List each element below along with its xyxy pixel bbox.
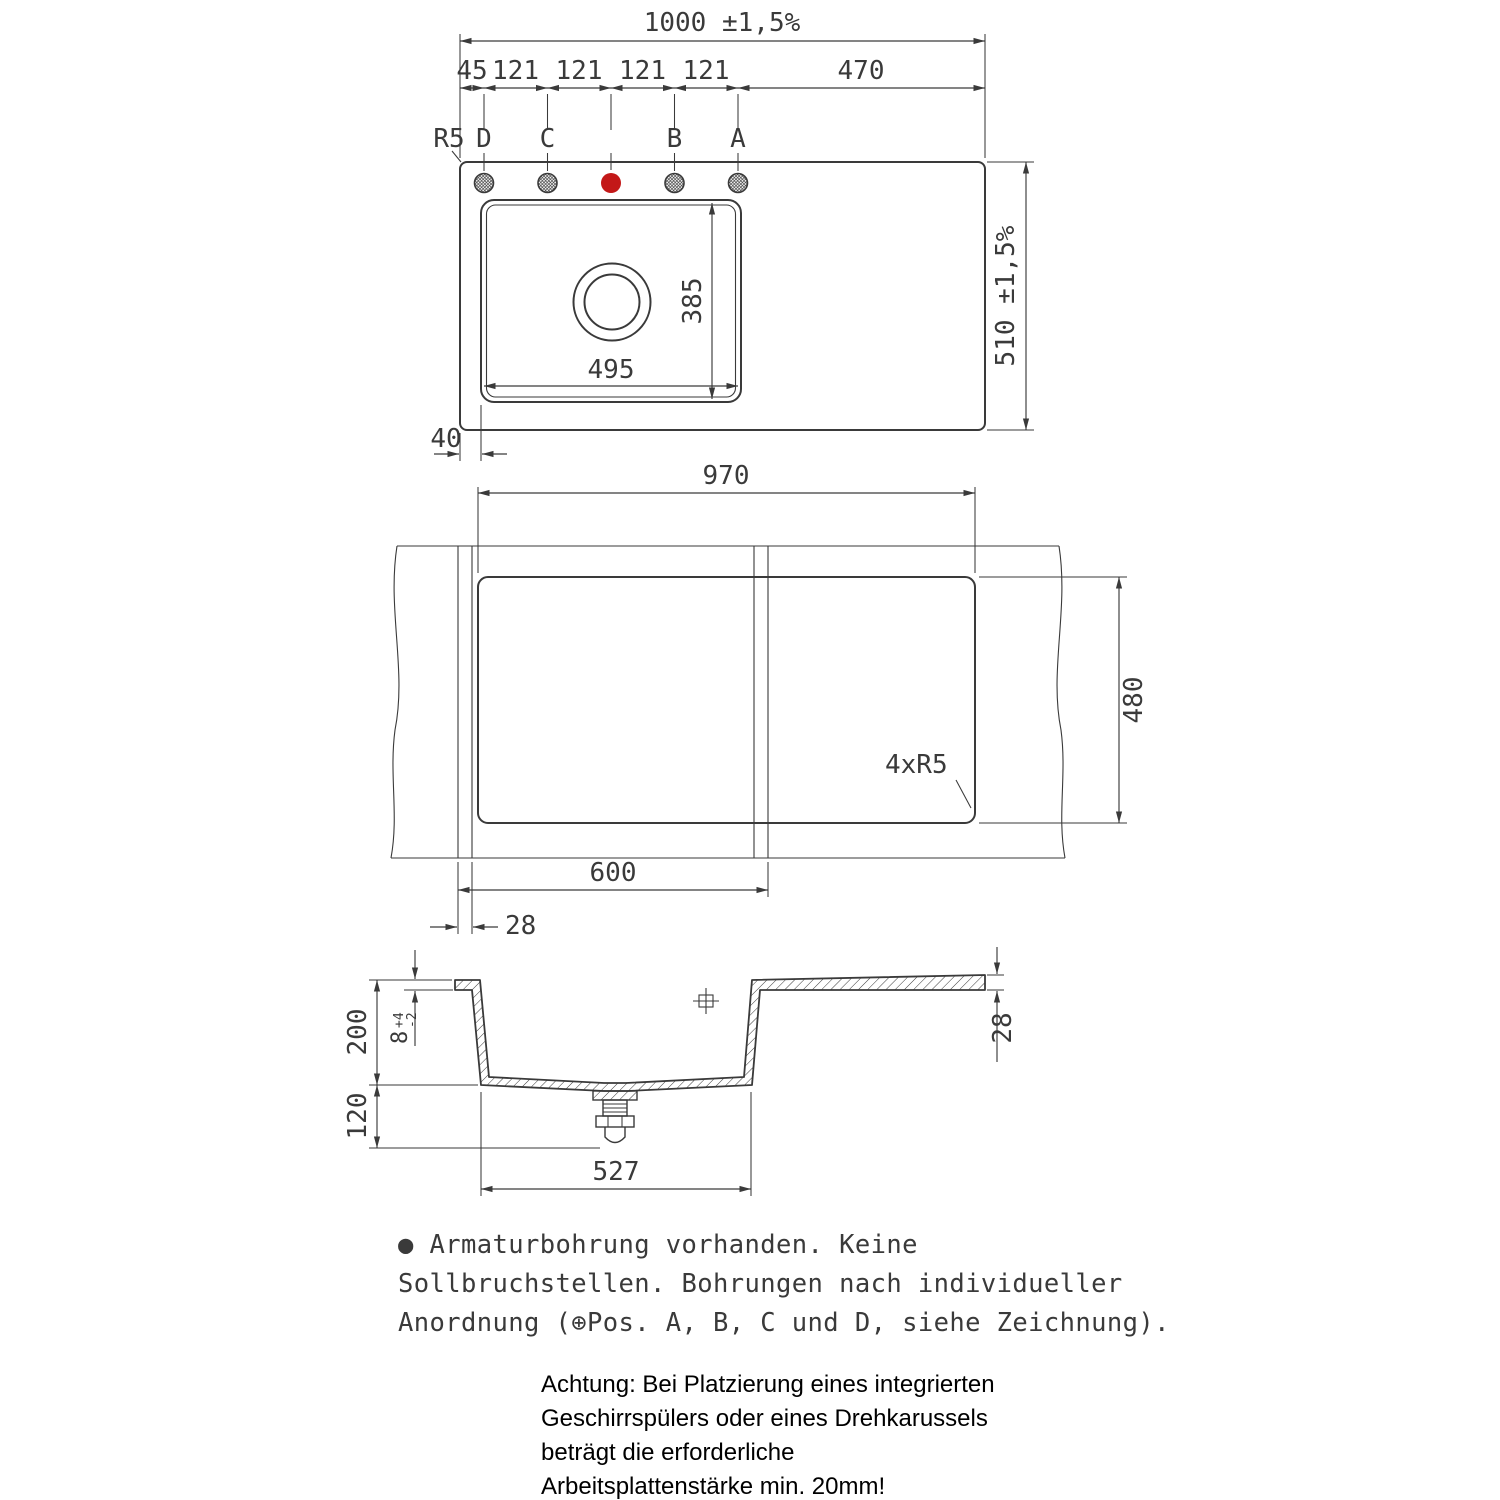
- dim-label: 385: [678, 278, 708, 325]
- sink-outline: [459, 161, 986, 431]
- dim-label: 40: [430, 424, 461, 454]
- dim-label: 8: [388, 1031, 413, 1044]
- achtung-warning: Achtung: Bei Platzierung eines integrier…: [541, 1371, 995, 1500]
- faucet-hole-selected-icon: [601, 173, 621, 193]
- dim-label: 121: [683, 56, 730, 86]
- position-cross-marker: [693, 988, 719, 1014]
- dim-chain-row: 45 121 121 121 121 470: [456, 56, 985, 171]
- dim-edge-gap: 28: [430, 862, 536, 941]
- faucet-hole-b-icon: [664, 172, 685, 194]
- dim-label: 1000 ±1,5%: [644, 8, 801, 38]
- leader-line: [955, 779, 972, 809]
- warning-line: Geschirrspülers oder eines Drehkarussels: [541, 1405, 988, 1432]
- dim-total-width: 1000 ±1,5%: [459, 8, 986, 158]
- warning-line: Arbeitsplattenstärke min. 20mm!: [541, 1473, 885, 1500]
- dim-left-offset: 40: [430, 405, 507, 461]
- drain-nut: [595, 1115, 635, 1128]
- dim-label: 970: [703, 461, 750, 491]
- note-line: ● Armaturbohrung vorhanden. Keine: [398, 1230, 918, 1260]
- faucet-hole-d-icon: [473, 172, 495, 194]
- dim-label: 120: [343, 1093, 373, 1140]
- hole-label-a: A: [730, 124, 746, 154]
- dim-basin-bottom-width: 527: [480, 1092, 752, 1196]
- dim-label: 121: [556, 56, 603, 86]
- hole-position-labels: R5 D C B A: [433, 124, 746, 163]
- leader-line: [451, 150, 462, 163]
- dim-label: 28: [988, 1012, 1018, 1043]
- basin-outline: [480, 199, 742, 403]
- top-view: 1000 ±1,5% 45 121 121 121 121 470: [430, 8, 1034, 461]
- tolerance-minus: -2: [405, 1012, 420, 1028]
- dim-label: 200: [343, 1009, 373, 1056]
- drain-inner-circle: [583, 273, 641, 331]
- dim-label: 470: [838, 56, 885, 86]
- armatur-note: ● Armaturbohrung vorhanden. Keine Sollbr…: [398, 1230, 1170, 1338]
- dim-label: 121: [619, 56, 666, 86]
- warning-line: Achtung: Bei Platzierung eines integrier…: [541, 1371, 995, 1398]
- dim-cutout-width: 970: [477, 461, 976, 573]
- corner-radius-callout: 4xR5: [885, 750, 972, 809]
- cutout-outline: [477, 576, 976, 824]
- dim-label: 45: [456, 56, 487, 86]
- dim-basin-width: 495: [484, 355, 738, 390]
- faucet-holes: [473, 172, 749, 194]
- dim-label: 28: [505, 911, 536, 941]
- hole-label-b: B: [667, 124, 683, 154]
- sink-section-profile: [454, 974, 986, 1092]
- drain-outer-circle: [572, 262, 652, 342]
- drain-fitting: [592, 1090, 638, 1144]
- dim-label: 510 ±1,5%: [991, 225, 1021, 366]
- dim-label: 121: [492, 56, 539, 86]
- cross-box: [698, 994, 714, 1008]
- break-line-right: [1056, 545, 1066, 859]
- dim-label: 527: [593, 1157, 640, 1187]
- faucet-hole-a-icon: [727, 172, 749, 194]
- dim-label: 495: [588, 355, 635, 385]
- corner-radius-label: 4xR5: [885, 750, 948, 780]
- corner-radius-label: R5: [433, 124, 464, 154]
- dim-board-thickness: 28: [987, 947, 1018, 1062]
- dim-cutout-depth: 480: [979, 576, 1149, 824]
- section-view: 200 8 +4 -2 120 28: [343, 947, 1018, 1196]
- basin-inner-edge: [485, 204, 737, 398]
- hole-label-d: D: [476, 124, 492, 154]
- warning-line: beträgt die erforderliche: [541, 1439, 794, 1466]
- dim-label: 600: [590, 858, 637, 888]
- dim-basin-height: 200: [343, 979, 478, 1086]
- dim-total-depth: 510 ±1,5%: [987, 161, 1034, 431]
- drain-outlet-stub: [604, 1127, 626, 1144]
- tolerance-plus: +4: [392, 1012, 407, 1028]
- faucet-hole-c-icon: [537, 172, 558, 194]
- hole-label-c: C: [540, 124, 556, 154]
- dim-label: 480: [1119, 677, 1149, 724]
- dim-rim-thickness: 8 +4 -2: [388, 950, 453, 1046]
- dim-basin-depth: 385: [678, 203, 716, 399]
- cutout-view: 970 480 4xR5 600 28: [390, 461, 1149, 941]
- note-line: Anordnung (⊕Pos. A, B, C und D, siehe Ze…: [398, 1308, 1170, 1338]
- dim-cabinet-width: 600: [457, 858, 769, 934]
- note-line: Sollbruchstellen. Bohrungen nach individ…: [398, 1269, 1123, 1299]
- drain-flange: [592, 1090, 638, 1101]
- break-line-left: [390, 545, 400, 859]
- dim-below-height: 120: [343, 1085, 600, 1149]
- dim-label-group: 8 +4 -2: [388, 1012, 420, 1044]
